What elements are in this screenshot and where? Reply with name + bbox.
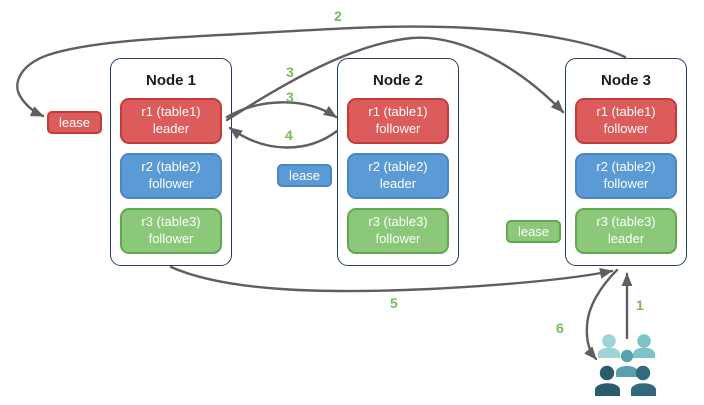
arrow-step-4 [228,126,339,149]
node-2-title: Node 2 [372,72,423,89]
node-1-box: Node 1 r1 (table1) leader r2 (table2) fo… [110,58,232,266]
node3-replica-r1: r1 (table1) follower [575,98,677,144]
node2-replica-r2: r2 (table2) leader [347,153,449,199]
arrow-step-2 [16,25,627,118]
replica-role: follower [148,176,194,191]
step-label-4: 4 [285,127,293,143]
person-back-left [598,334,620,358]
replica-name: r3 (table3) [141,214,201,230]
replica-name: r2 (table2) [596,159,656,175]
person-back-right [633,334,655,358]
replica-name: r1 (table1) [596,104,656,120]
arrow-step-5 [169,265,614,293]
replica-role: leader [152,121,190,136]
node3-replica-r2: r2 (table2) follower [575,153,677,199]
node1-replica-r3: r3 (table3) follower [120,208,222,254]
replica-role: follower [148,231,194,246]
node1-replica-r1: r1 (table1) leader [120,98,222,144]
replica-role: follower [603,176,649,191]
node2-replica-r3: r3 (table3) follower [347,208,449,254]
replica-name: r2 (table2) [141,159,201,175]
lease-tag-r2: lease [277,164,332,187]
person-front-left [595,365,620,396]
replica-name: r2 (table2) [368,159,428,175]
person-middle [616,349,638,377]
people-group-icon [595,334,656,396]
replica-role: follower [375,121,421,136]
replica-name: r3 (table3) [368,214,428,230]
step-label-3a: 3 [286,64,294,80]
replica-name: r3 (table3) [596,214,656,230]
node-2-box: Node 2 r1 (table1) follower r2 (table2) … [337,58,459,266]
arrow-step-6 [584,268,619,361]
node3-replica-r3: r3 (table3) leader [575,208,677,254]
arrow-step-3-to-node2 [225,101,338,119]
replica-name: r1 (table1) [141,104,201,120]
replica-name: r1 (table1) [368,104,428,120]
step-label-6: 6 [556,320,564,336]
step-label-2: 2 [334,8,342,24]
lease-tag-r1: lease [47,111,102,134]
person-front-right [631,365,656,396]
node1-replica-r2: r2 (table2) follower [120,153,222,199]
node-3-title: Node 3 [600,72,651,89]
step-label-3b: 3 [286,89,294,105]
node2-replica-r1: r1 (table1) follower [347,98,449,144]
replica-role: leader [379,176,417,191]
lease-tag-r3: lease [506,220,561,243]
step-label-1: 1 [636,297,644,313]
node-3-box: Node 3 r1 (table1) follower r2 (table2) … [565,58,687,266]
replica-role: follower [603,121,649,136]
node-1-title: Node 1 [145,72,196,89]
step-label-5: 5 [390,295,398,311]
replica-role: leader [607,231,645,246]
replica-role: follower [375,231,421,246]
